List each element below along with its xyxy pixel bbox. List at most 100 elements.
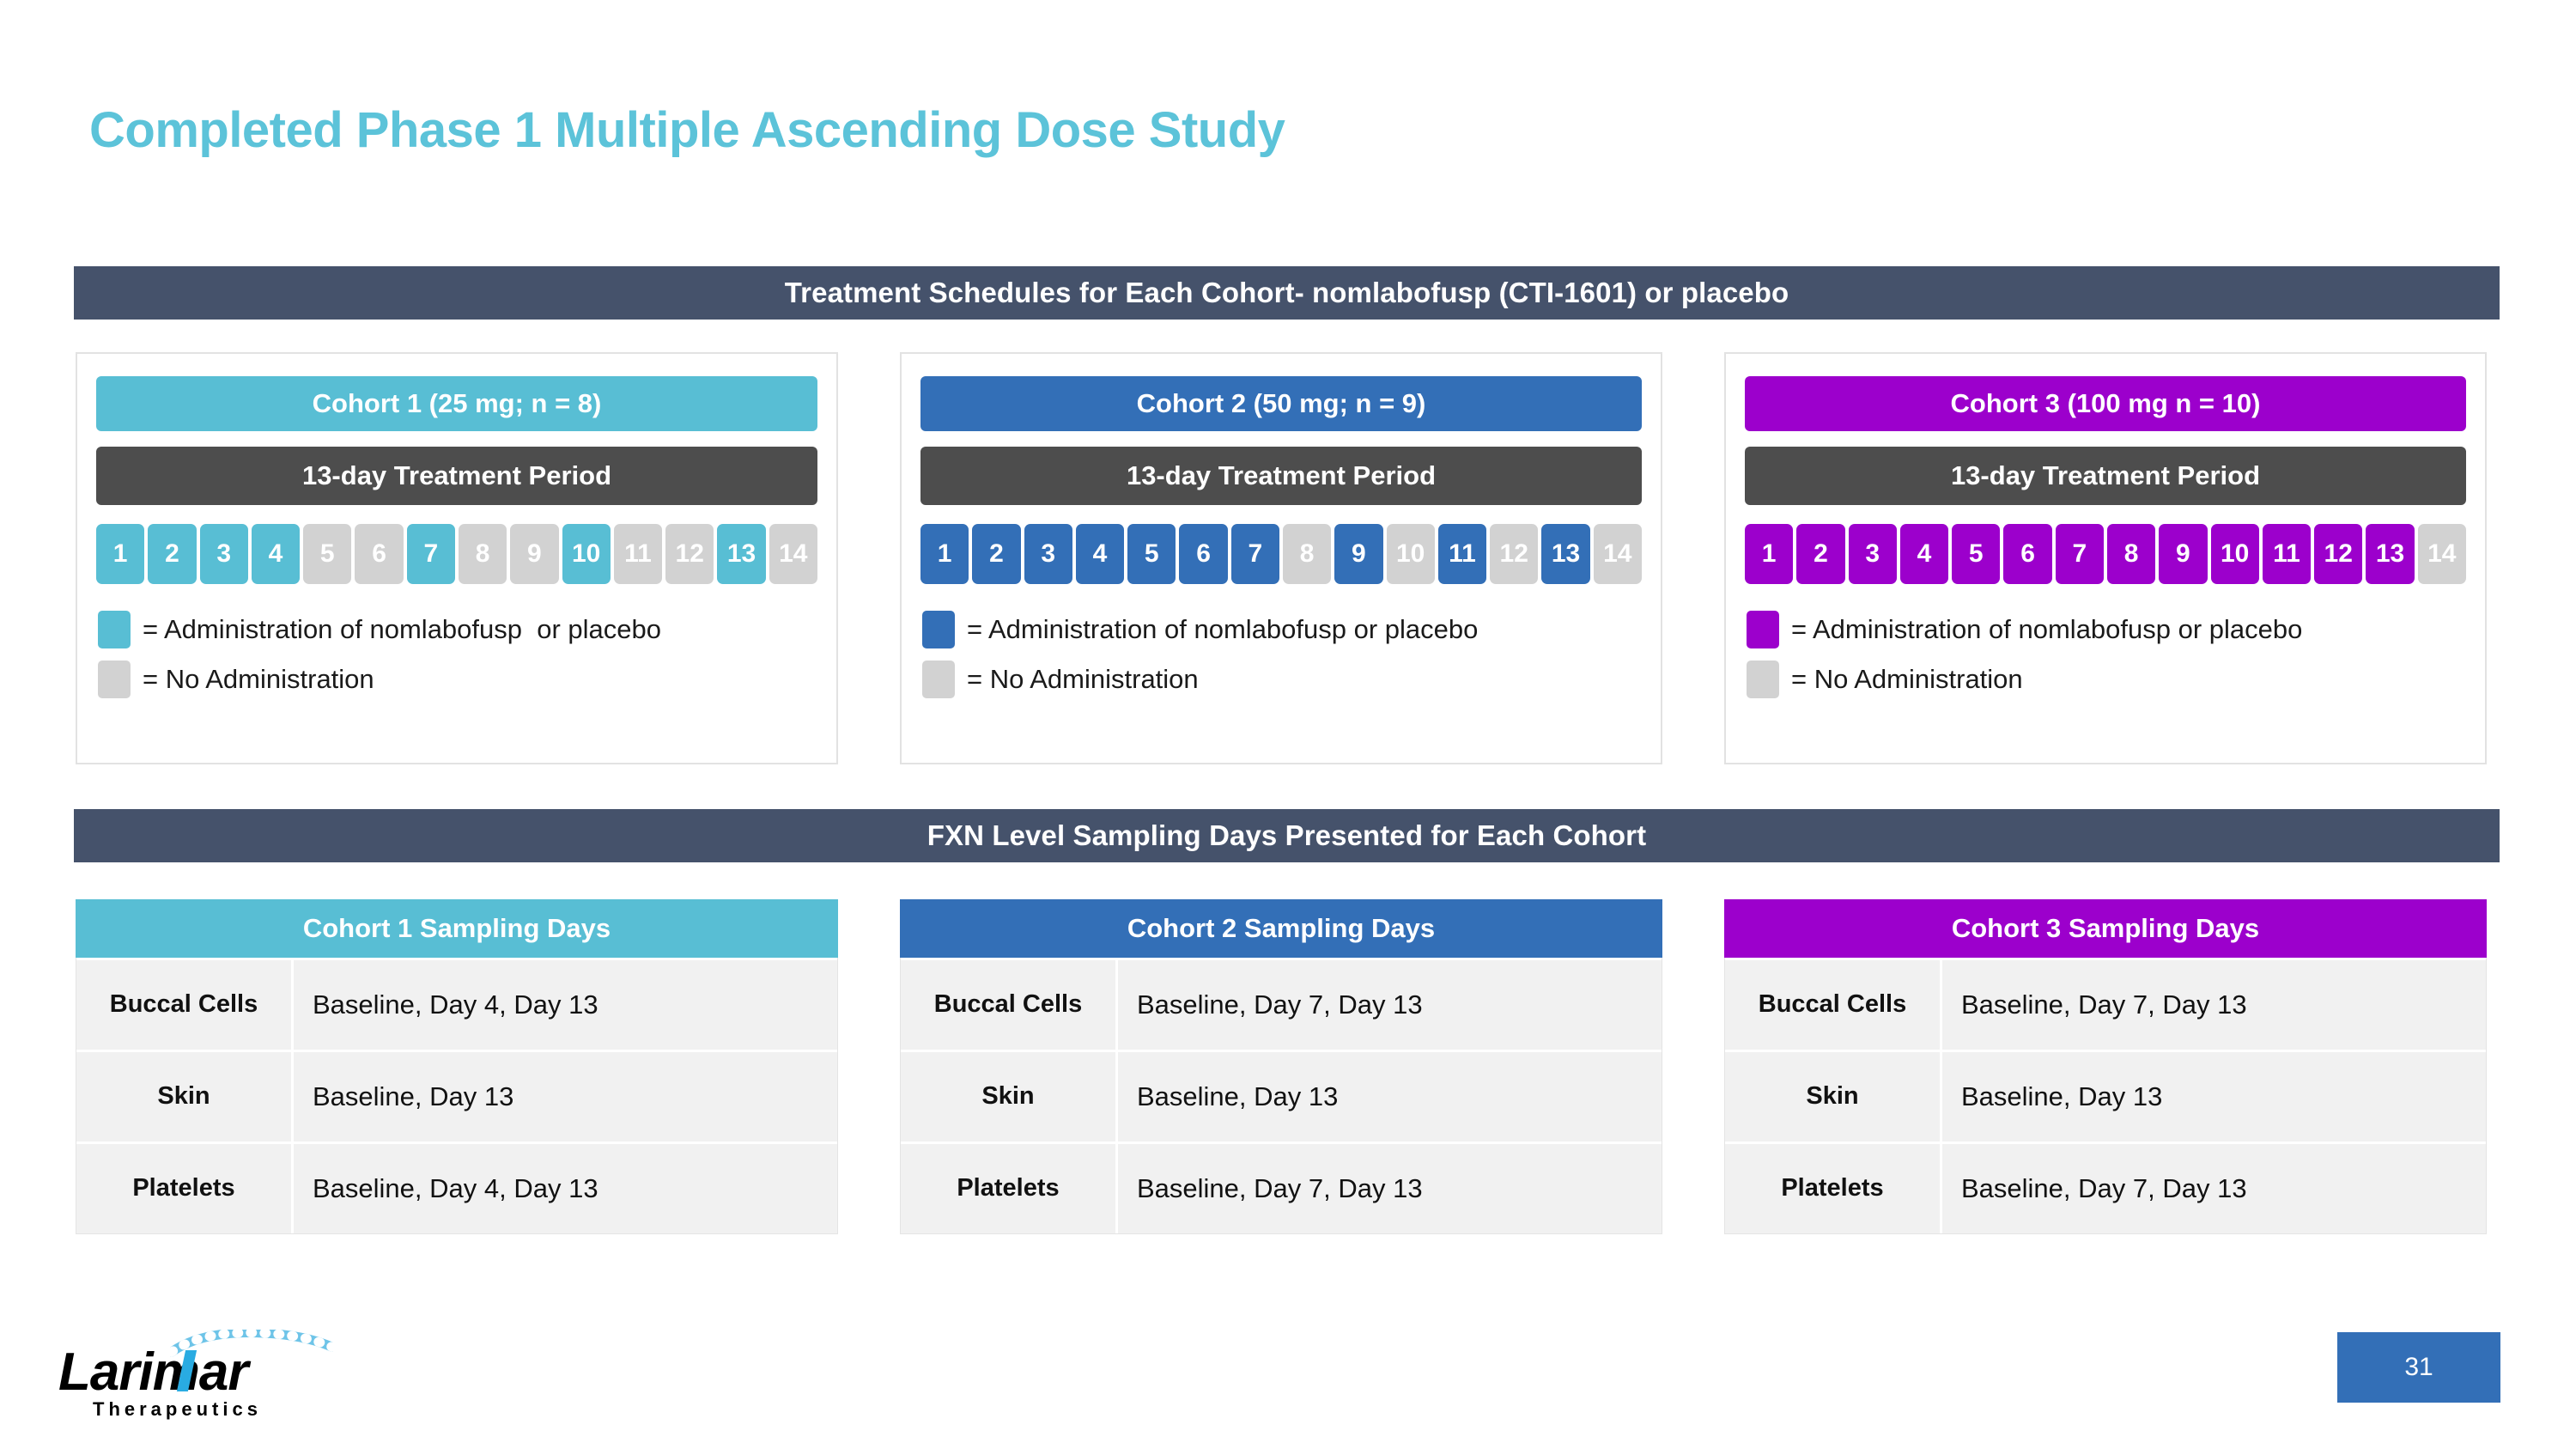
- logo-subtitle: Therapeutics: [93, 1398, 262, 1420]
- table-cell-value: Baseline, Day 13: [294, 1052, 837, 1142]
- table-cell-label: Buccal Cells: [76, 960, 294, 1050]
- day-cell-5: 5: [1127, 524, 1176, 584]
- legend-row-administration: = Administration of nomlabofusp or place…: [922, 605, 1643, 654]
- table-cell-label: Buccal Cells: [1725, 960, 1942, 1050]
- table-cell-value: Baseline, Day 7, Day 13: [1118, 1144, 1662, 1233]
- legend-row-no-administration: = No Administration: [922, 654, 1643, 704]
- day-cell-10: 10: [1386, 524, 1435, 584]
- legend-swatch-no-administration: [922, 661, 955, 698]
- day-cell-4: 4: [1075, 524, 1125, 584]
- day-cell-11: 11: [1437, 524, 1487, 584]
- cohort-schedule-panel-1: Cohort 1 (25 mg; n = 8) 13-day Treatment…: [76, 352, 838, 764]
- day-cell-3: 3: [199, 524, 248, 584]
- day-cell-8: 8: [458, 524, 507, 584]
- cohort-schedule-panel-2: Cohort 2 (50 mg; n = 9) 13-day Treatment…: [900, 352, 1662, 764]
- day-cell-12: 12: [665, 524, 714, 584]
- cohort-1-title: Cohort 1 (25 mg; n = 8): [96, 376, 817, 431]
- day-cell-4: 4: [1899, 524, 1949, 584]
- sampling-table-1-header: Cohort 1 Sampling Days: [76, 899, 838, 958]
- legend-label-no-administration: = No Administration: [143, 664, 374, 694]
- cohort-1-treatment-period: 13-day Treatment Period: [96, 447, 817, 505]
- legend-label-no-administration: = No Administration: [1791, 664, 2023, 694]
- day-cell-10: 10: [562, 524, 611, 584]
- day-cell-7: 7: [2055, 524, 2104, 584]
- day-cell-9: 9: [2159, 524, 2208, 584]
- legend-label-administration: = Administration of nomlabofusp or place…: [967, 614, 1479, 644]
- legend-swatch-no-administration: [1747, 661, 1779, 698]
- day-cell-11: 11: [613, 524, 663, 584]
- day-cell-6: 6: [2003, 524, 2052, 584]
- cohort-2-legend: = Administration of nomlabofusp or place…: [922, 605, 1643, 704]
- legend-row-no-administration: = No Administration: [98, 654, 819, 704]
- legend-swatch-administration: [1747, 611, 1779, 648]
- day-cell-9: 9: [510, 524, 559, 584]
- day-cell-1: 1: [920, 524, 969, 584]
- legend-swatch-administration: [922, 611, 955, 648]
- section-banner-fxn-sampling: FXN Level Sampling Days Presented for Ea…: [74, 809, 2500, 862]
- day-cell-4: 4: [251, 524, 301, 584]
- logo-wordmark: Larimar: [58, 1342, 248, 1402]
- day-cell-3: 3: [1024, 524, 1072, 584]
- day-cell-2: 2: [1796, 524, 1845, 584]
- cohort-1-legend: = Administration of nomlabofusp or place…: [98, 605, 819, 704]
- legend-label-administration: = Administration of nomlabofusp or place…: [1791, 614, 2303, 644]
- cohort-3-title: Cohort 3 (100 mg n = 10): [1745, 376, 2466, 431]
- day-cell-9: 9: [1334, 524, 1383, 584]
- table-cell-value: Baseline, Day 7, Day 13: [1118, 960, 1662, 1050]
- day-cell-13: 13: [717, 524, 766, 584]
- day-cell-8: 8: [2106, 524, 2156, 584]
- cohort-2-title: Cohort 2 (50 mg; n = 9): [920, 376, 1642, 431]
- day-cell-7: 7: [1230, 524, 1279, 584]
- legend-swatch-administration: [98, 611, 131, 648]
- day-cell-6: 6: [355, 524, 404, 584]
- legend-swatch-no-administration: [98, 661, 131, 698]
- day-cell-2: 2: [148, 524, 197, 584]
- table-cell-value: Baseline, Day 13: [1118, 1052, 1662, 1142]
- day-cell-5: 5: [1952, 524, 2001, 584]
- day-cell-3: 3: [1848, 524, 1897, 584]
- table-cell-value: Baseline, Day 4, Day 13: [294, 960, 837, 1050]
- legend-row-no-administration: = No Administration: [1747, 654, 2468, 704]
- section-banner-treatment-schedules: Treatment Schedules for Each Cohort- nom…: [74, 266, 2500, 320]
- cohort-3-legend: = Administration of nomlabofusp or place…: [1747, 605, 2468, 704]
- sampling-table-2-header: Cohort 2 Sampling Days: [900, 899, 1662, 958]
- table-cell-label: Skin: [76, 1052, 294, 1142]
- day-cell-14: 14: [1593, 524, 1642, 584]
- table-cell-label: Platelets: [1725, 1144, 1942, 1233]
- day-cell-13: 13: [2366, 524, 2415, 584]
- table-cell-label: Platelets: [901, 1144, 1118, 1233]
- sampling-table-3-header: Cohort 3 Sampling Days: [1724, 899, 2487, 958]
- day-cell-10: 10: [2210, 524, 2259, 584]
- table-cell-label: Buccal Cells: [901, 960, 1118, 1050]
- legend-row-administration: = Administration of nomlabofusp or place…: [1747, 605, 2468, 654]
- table-cell-label: Skin: [1725, 1052, 1942, 1142]
- legend-row-administration: = Administration of nomlabofusp or place…: [98, 605, 819, 654]
- table-cell-value: Baseline, Day 4, Day 13: [294, 1144, 837, 1233]
- table-cell-label: Skin: [901, 1052, 1118, 1142]
- day-cell-6: 6: [1179, 524, 1228, 584]
- table-cell-value: Baseline, Day 7, Day 13: [1942, 1144, 2486, 1233]
- day-cell-12: 12: [2314, 524, 2363, 584]
- helix-swoosh-icon: [170, 1330, 333, 1357]
- cohort-schedule-panel-3: Cohort 3 (100 mg n = 10) 13-day Treatmen…: [1724, 352, 2487, 764]
- table-cell-value: Baseline, Day 13: [1942, 1052, 2486, 1142]
- table-cell-value: Baseline, Day 7, Day 13: [1942, 960, 2486, 1050]
- legend-label-administration: = Administration of nomlabofusp or place…: [143, 614, 662, 644]
- page-number-badge: 31: [2337, 1332, 2500, 1403]
- cohort-3-treatment-period: 13-day Treatment Period: [1745, 447, 2466, 505]
- day-cell-14: 14: [2417, 524, 2466, 584]
